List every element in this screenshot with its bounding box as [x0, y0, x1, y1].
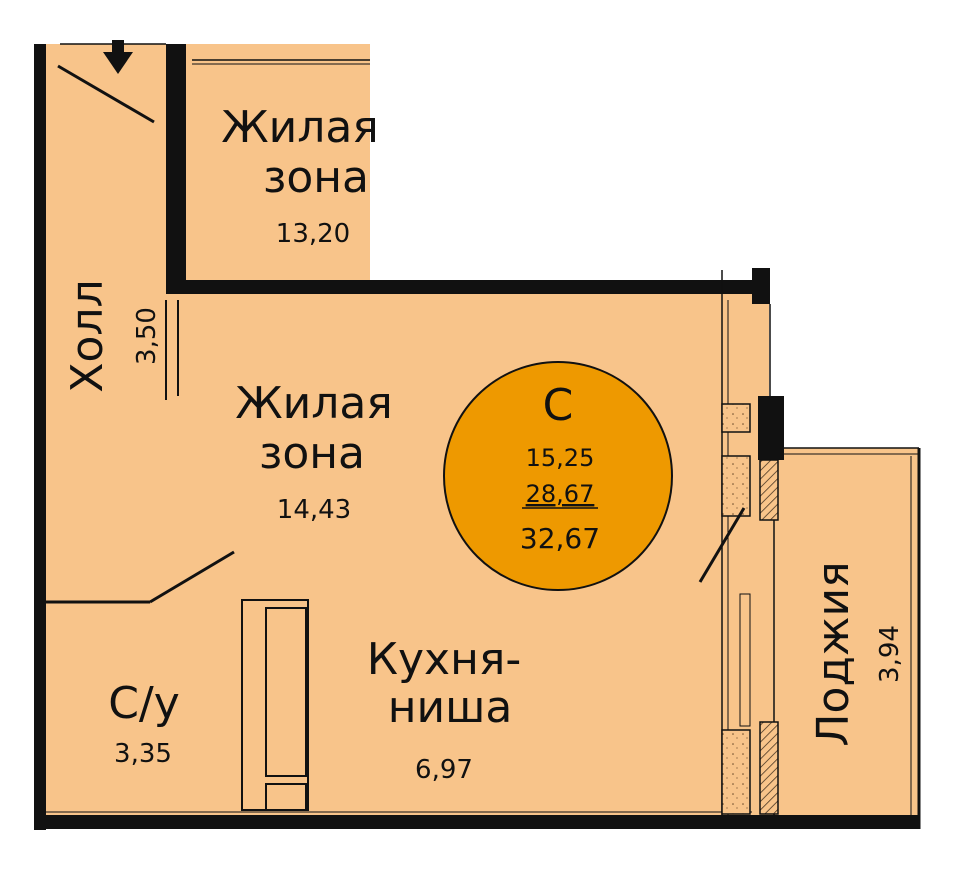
- loggia-door: [698, 507, 746, 583]
- room-living-top: Жилая зона 13,20: [221, 102, 379, 249]
- main-floor: [44, 292, 769, 820]
- badge-type: С: [543, 380, 574, 431]
- left-outer-wall: [34, 44, 46, 830]
- room-kitchen-name-line2: ниша: [388, 682, 513, 733]
- room-living-top-name-line2: зона: [263, 152, 369, 203]
- concrete-block-3: [721, 729, 751, 815]
- loggia-floor: [769, 448, 919, 820]
- badge-total-with-loggia: 32,67: [520, 522, 600, 555]
- room-living-main-area: 14,43: [277, 495, 351, 525]
- room-loggia-name: Лоджия: [808, 561, 859, 746]
- room-loggia-area: 3,94: [875, 625, 905, 683]
- hatched-block-lower: [759, 721, 779, 815]
- hatched-walls: [721, 403, 779, 815]
- badge-living-area: 15,25: [526, 444, 595, 472]
- room-loggia: Лоджия 3,94: [808, 561, 905, 746]
- entrance-door: [57, 64, 155, 124]
- room-kitchen-area: 6,97: [415, 755, 473, 785]
- room-bathroom-area: 3,35: [114, 739, 172, 769]
- room-living-top-name-line1: Жилая: [221, 102, 379, 153]
- bottom-outer-wall: [34, 815, 919, 829]
- room-living-main-name-line1: Жилая: [235, 378, 393, 429]
- hall-partition-wall: [166, 44, 186, 292]
- room-living-top-area: 13,20: [276, 219, 350, 249]
- room-hall-name: Холл: [62, 279, 113, 392]
- room-living-main: Жилая зона 14,43: [235, 378, 393, 525]
- bathroom-door: [149, 550, 235, 604]
- concrete-block-1: [721, 403, 751, 433]
- floor-fills: [44, 44, 919, 820]
- room-bathroom: С/у 3,35: [108, 678, 180, 769]
- window-jamb-mid: [758, 396, 784, 460]
- hatched-block-upper: [759, 459, 779, 521]
- walls: [34, 44, 919, 830]
- living-top-floor: [174, 44, 370, 292]
- badge-circle: [443, 361, 673, 591]
- apartment-badge: С 15,25 28,67 32,67: [443, 361, 673, 591]
- ventilation-shaft: [241, 599, 309, 811]
- room-hall: Холл 3,50: [62, 279, 162, 392]
- room-living-main-name-line2: зона: [259, 428, 365, 479]
- window-jamb-top: [752, 268, 770, 304]
- room-kitchen-name-line1: Кухня-: [367, 634, 521, 685]
- concrete-block-2: [721, 455, 751, 517]
- doors: [57, 64, 746, 604]
- badge-total-area: 28,67: [526, 480, 595, 508]
- window-sash: [739, 593, 751, 727]
- room-bathroom-name: С/у: [108, 678, 180, 729]
- room-hall-area: 3,50: [132, 307, 162, 365]
- mid-horizontal-wall: [166, 280, 756, 294]
- entrance-arrow-icon: [103, 40, 133, 74]
- room-kitchen: Кухня- ниша 6,97: [367, 634, 521, 785]
